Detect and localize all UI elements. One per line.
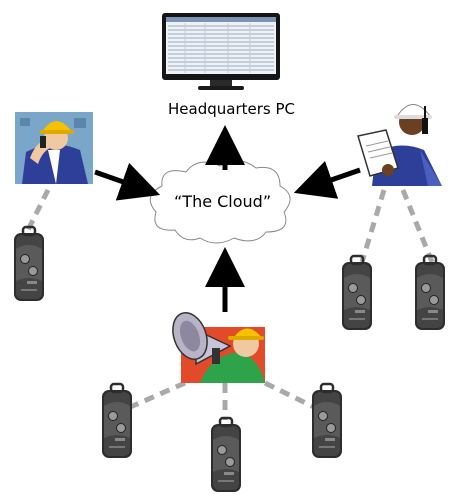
device-bottom-2 <box>209 416 243 494</box>
device-right-1 <box>340 254 374 332</box>
link-bottom-device-1 <box>126 380 187 411</box>
arrow-surveyor-to-cloud <box>293 160 361 199</box>
link-bottom-device-3 <box>263 380 318 411</box>
device-bottom-1 <box>100 382 134 460</box>
link-right-device-1 <box>359 189 387 263</box>
dispatcher-megaphone-icon <box>172 312 265 383</box>
link-right-device-2 <box>400 189 435 263</box>
device-left <box>12 225 46 303</box>
cloud-label: “The Cloud” <box>174 192 272 211</box>
link-left-device <box>24 188 51 234</box>
device-bottom-3 <box>310 382 344 460</box>
device-right-2 <box>413 254 447 332</box>
headquarters-pc-label: Headquarters PC <box>168 100 295 118</box>
headquarters-monitor <box>162 13 280 90</box>
surveyor-radio-icon <box>357 104 442 186</box>
arrow-tech-to-cloud <box>94 162 161 201</box>
dashed-links <box>24 188 435 420</box>
arrows <box>94 125 361 312</box>
technician-phone-icon <box>15 112 93 184</box>
